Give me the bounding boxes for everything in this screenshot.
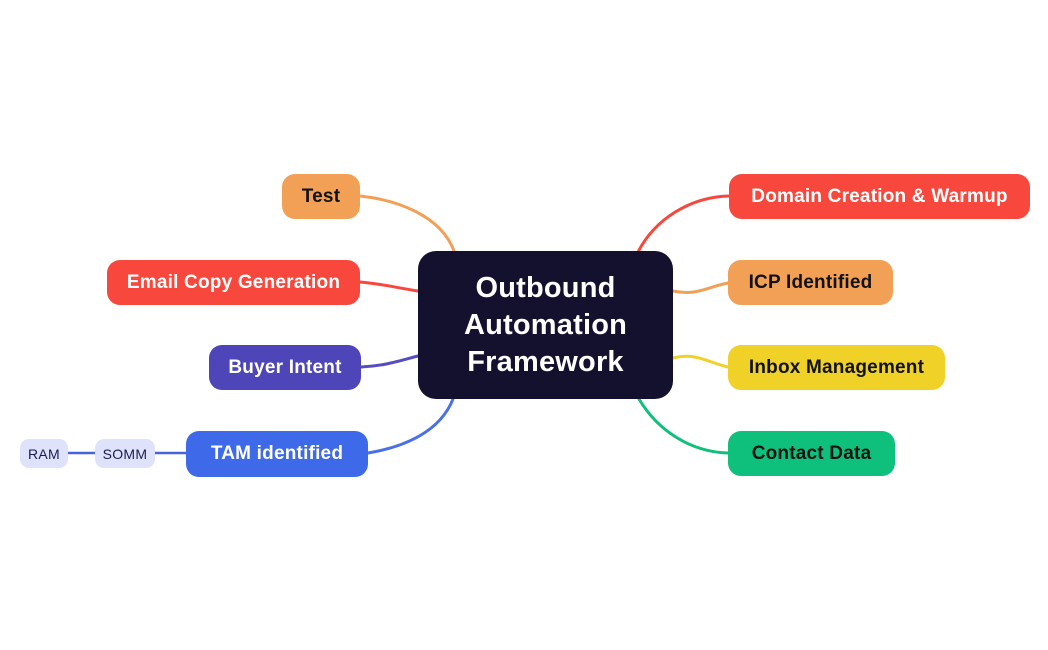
node-email-copy-generation-label: Email Copy Generation [126,271,341,293]
edge-center-inbox [671,354,730,369]
edge-center-contact [637,397,730,455]
node-somm-label: SOMM [102,445,148,462]
node-contact-data-label: Contact Data [751,442,872,464]
node-icp-identified-label: ICP Identified [748,271,873,293]
node-contact-data[interactable]: Contact Data [728,431,895,476]
node-domain-creation-warmup[interactable]: Domain Creation & Warmup [729,174,1030,219]
node-ram[interactable]: RAM [20,439,68,468]
node-icp-identified[interactable]: ICP Identified [728,260,893,305]
node-tam-identified-label: TAM identified [210,443,344,464]
node-test[interactable]: Test [282,174,360,219]
node-domain-creation-warmup-label: Domain Creation & Warmup [751,185,1008,207]
node-test-label: Test [301,185,341,207]
node-ram-label: RAM [27,445,60,462]
node-inbox-management-label: Inbox Management [748,356,925,378]
edge-center-domain [636,194,731,254]
node-somm[interactable]: SOMM [95,439,155,468]
node-tam-identified[interactable]: TAM identified [186,431,368,477]
edge-tam-center [366,397,455,455]
edge-email-center [358,280,420,293]
node-inbox-management[interactable]: Inbox Management [728,345,945,390]
edge-test-center [358,194,456,253]
central-topic[interactable]: Outbound Automation Framework [418,251,673,399]
node-buyer-intent[interactable]: Buyer Intent [209,345,361,390]
central-topic-label: Outbound Automation Framework [463,271,628,378]
node-email-copy-generation[interactable]: Email Copy Generation [107,260,360,305]
edge-buyer-center [359,354,420,369]
edge-center-icp [671,281,730,294]
node-buyer-intent-label: Buyer Intent [228,356,342,378]
